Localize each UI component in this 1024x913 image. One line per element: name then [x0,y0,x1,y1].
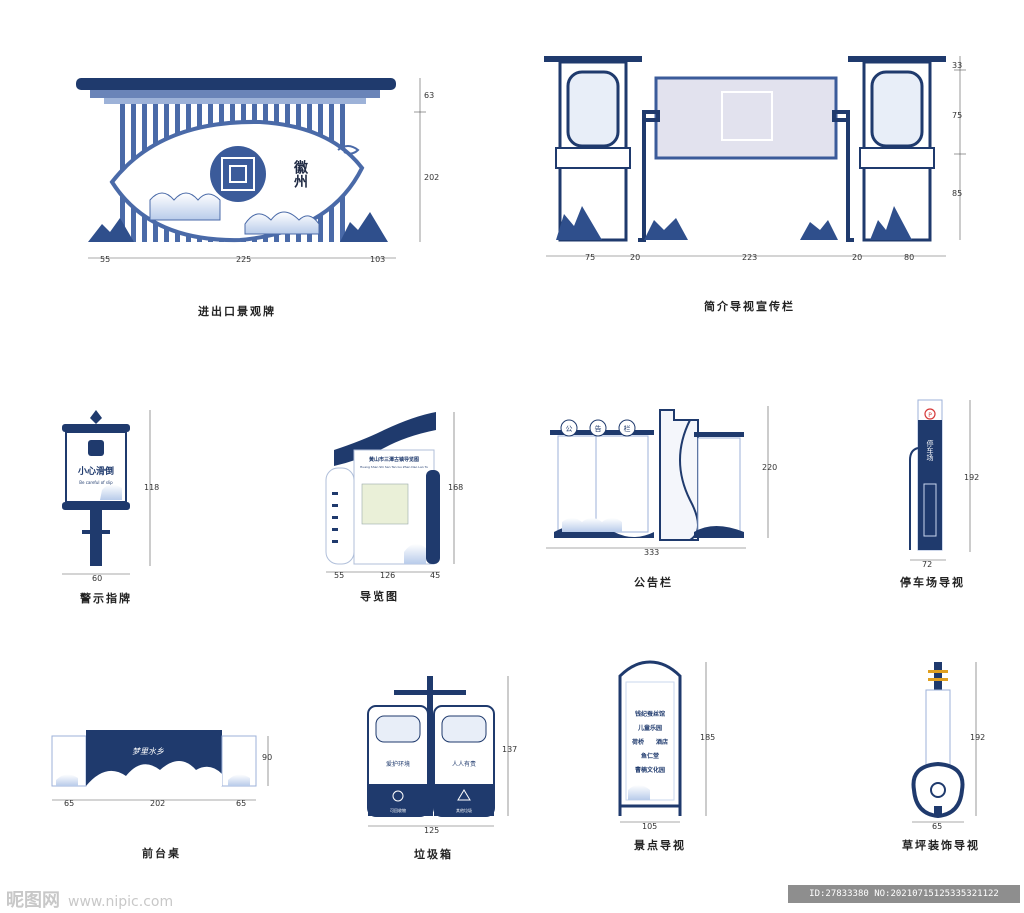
dim-label: 75 [585,253,595,262]
bin-dims [368,676,509,827]
dim-label: 137 [502,745,517,754]
parking-icon: P [928,412,932,419]
map-title: 黄山市三潭古镇导览图 [369,456,419,463]
dim-label: 225 [236,255,251,264]
warning-dims [62,410,151,575]
dim-label: 202 [150,799,165,808]
dim-label: 90 [262,753,272,762]
dim-label: 192 [964,473,979,482]
spot-item: 荷桥 [631,738,645,746]
caption-reception-desk: 前台桌 [142,847,181,860]
caption-lawn-sign: 草坪装饰导视 [902,839,980,852]
trash-bin [367,676,495,817]
bin-slogan-right: 人人有责 [452,760,476,768]
warning-text: 小心滑倒 [77,465,114,477]
reception-desk [51,730,257,787]
bin-label-right: 其他垃圾 [456,807,472,813]
spot-item: 曹楠文化园 [635,766,665,774]
dim-label: 192 [970,733,985,742]
map-subtitle: Huang Shan Shi San Tan Gu Zhen Dao Lan T… [360,465,428,469]
caption-scenic-guide: 景点导视 [634,839,686,852]
dim-label: 168 [448,483,463,492]
dim-label: 60 [92,574,102,583]
dim-label: 63 [424,91,434,100]
dim-label: 33 [952,61,962,70]
warning-subtext: Be careful of slip [79,480,113,485]
entrance-title: 徽州 [292,159,309,189]
dim-label: 65 [932,822,942,831]
caption-warning-sign: 警示指牌 [80,592,132,605]
watermark-url: www.nipic.com [68,894,174,910]
dim-label: 103 [370,255,385,264]
dim-label: 126 [380,571,395,580]
dim-label: 220 [762,463,777,472]
dim-label: 202 [424,173,439,182]
parking-sign [909,399,943,551]
spot-dims [620,662,707,823]
dim-label: 85 [952,189,962,198]
dim-label: 55 [334,571,344,580]
dim-label: 185 [700,733,715,742]
dim-label: 20 [852,253,862,262]
dim-label: 105 [642,822,657,831]
caption-trash-bin: 垃圾箱 [414,848,453,861]
image-id-bar: ID:27833380 NO:20210715125335321122 [788,885,1020,903]
dim-label: 72 [922,560,932,569]
intro-board [544,56,946,242]
board-title-char: 告 [595,424,602,433]
dim-label: 118 [144,483,159,492]
dim-label: 125 [424,826,439,835]
caption-intro-board: 简介导视宣传栏 [704,300,795,313]
watermark: 昵图网 www.nipic.com [6,886,173,912]
desk-text: 梦里水乡 [132,747,164,756]
caption-parking-sign: 停车场导视 [900,576,965,589]
dim-label: 75 [952,111,962,120]
parking-text: 停车场 [926,439,934,462]
caption-notice-board: 公告栏 [634,576,673,589]
caption-entrance-sign: 进出口景观牌 [198,305,276,318]
board-title-char: 栏 [624,424,631,433]
dim-label: 223 [742,253,757,262]
intro-dims [546,56,966,257]
guide-map [325,412,440,565]
board-dims [546,406,769,549]
dim-label: 333 [644,548,659,557]
notice-board [550,409,744,541]
caption-guide-map: 导览图 [360,590,399,603]
dim-label: 20 [630,253,640,262]
dim-label: 65 [64,799,74,808]
dim-label: 65 [236,799,246,808]
entrance-sign [76,78,396,243]
dim-label: 45 [430,571,440,580]
board-title-char: 公 [566,425,573,433]
dim-label: 80 [904,253,914,262]
spot-item: 鱼仁堂 [641,752,659,760]
map-dims [326,412,455,573]
entrance-dims [88,78,426,259]
spot-item: 儿童乐园 [637,724,662,732]
bin-slogan-left: 爱护环境 [386,760,410,768]
spot-item: 酒店 [656,738,668,746]
parking-dims [910,400,971,561]
dim-label: 55 [100,255,110,264]
scenic-guide [618,660,682,816]
watermark-logo: 昵图网 [6,890,60,911]
lawn-dims [912,662,977,823]
warning-sign [62,410,130,566]
bin-label-left: 可回收物 [390,807,406,813]
desk-dims [52,736,269,801]
lawn-sign [911,662,965,819]
spot-item: 钱纪蚕丝馆 [635,710,665,718]
